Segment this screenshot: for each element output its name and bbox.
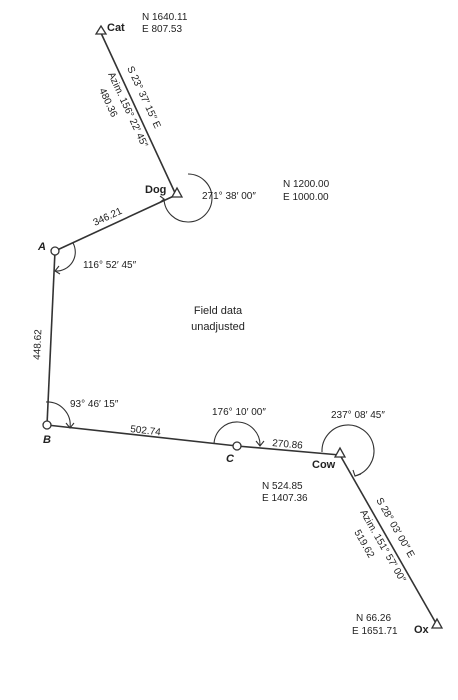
distance-dog-a: 346.21 bbox=[92, 206, 125, 229]
angle-label-cow: 237° 08′ 45″ bbox=[331, 410, 385, 421]
distance-a-b: 448.62 bbox=[32, 329, 44, 360]
station-label-cat: Cat bbox=[107, 22, 125, 34]
angle-arc-a bbox=[54, 242, 76, 272]
angle-label-c: 176° 10′ 00″ bbox=[212, 407, 266, 418]
c-station-circle-icon bbox=[232, 441, 242, 451]
angle-label-b: 93° 46′ 15″ bbox=[70, 399, 119, 410]
dog-easting: E 1000.00 bbox=[283, 192, 329, 203]
station-label-a: A bbox=[37, 241, 46, 253]
course-cat-dog bbox=[100, 32, 177, 196]
course-c-cow bbox=[236, 445, 341, 456]
course-b-c bbox=[46, 424, 238, 447]
station-label-ox: Ox bbox=[414, 624, 430, 636]
note-unadjusted: unadjusted bbox=[191, 321, 245, 333]
distance-b-c: 502.74 bbox=[130, 424, 162, 438]
station-label-dog: Dog bbox=[145, 184, 166, 196]
angle-arc-cow bbox=[321, 424, 375, 477]
a-station-circle-icon bbox=[50, 246, 60, 256]
ox-northing: N 66.26 bbox=[356, 613, 391, 624]
angle-arrow-a-icon bbox=[54, 265, 61, 275]
cow-triangle-icon bbox=[333, 446, 347, 458]
station-label-b: B bbox=[43, 434, 51, 446]
angle-arrow-cow-icon bbox=[352, 469, 362, 477]
angle-arc-c bbox=[213, 421, 261, 447]
angle-arrow-dog-icon bbox=[158, 195, 165, 204]
cat-triangle-icon bbox=[94, 24, 108, 35]
dog-triangle-icon bbox=[170, 186, 184, 198]
angle-arc-dog bbox=[163, 173, 213, 223]
ox-easting: E 1651.71 bbox=[352, 626, 398, 637]
cow-easting: E 1407.36 bbox=[262, 493, 308, 504]
course-dog-a bbox=[54, 194, 177, 252]
cat-easting: E 807.53 bbox=[142, 24, 182, 35]
ox-triangle-icon bbox=[430, 617, 444, 629]
cat-northing: N 1640.11 bbox=[142, 12, 188, 23]
distance-c-cow: 270.86 bbox=[272, 438, 304, 452]
angle-arrow-c-icon bbox=[255, 440, 265, 447]
angle-label-a: 116° 52′ 45″ bbox=[83, 260, 137, 271]
course-a-b bbox=[46, 250, 56, 426]
course-cow-ox bbox=[339, 454, 438, 626]
station-label-c: C bbox=[226, 453, 235, 465]
note-field-data: Field data bbox=[194, 305, 243, 317]
angle-arc-b bbox=[45, 401, 71, 429]
angle-arrow-b-icon bbox=[65, 422, 75, 429]
b-station-circle-icon bbox=[42, 420, 52, 430]
angle-label-dog: 271° 38′ 00″ bbox=[202, 191, 256, 202]
cow-northing: N 524.85 bbox=[262, 481, 303, 492]
station-label-cow: Cow bbox=[312, 459, 336, 471]
dog-northing: N 1200.00 bbox=[283, 179, 330, 190]
